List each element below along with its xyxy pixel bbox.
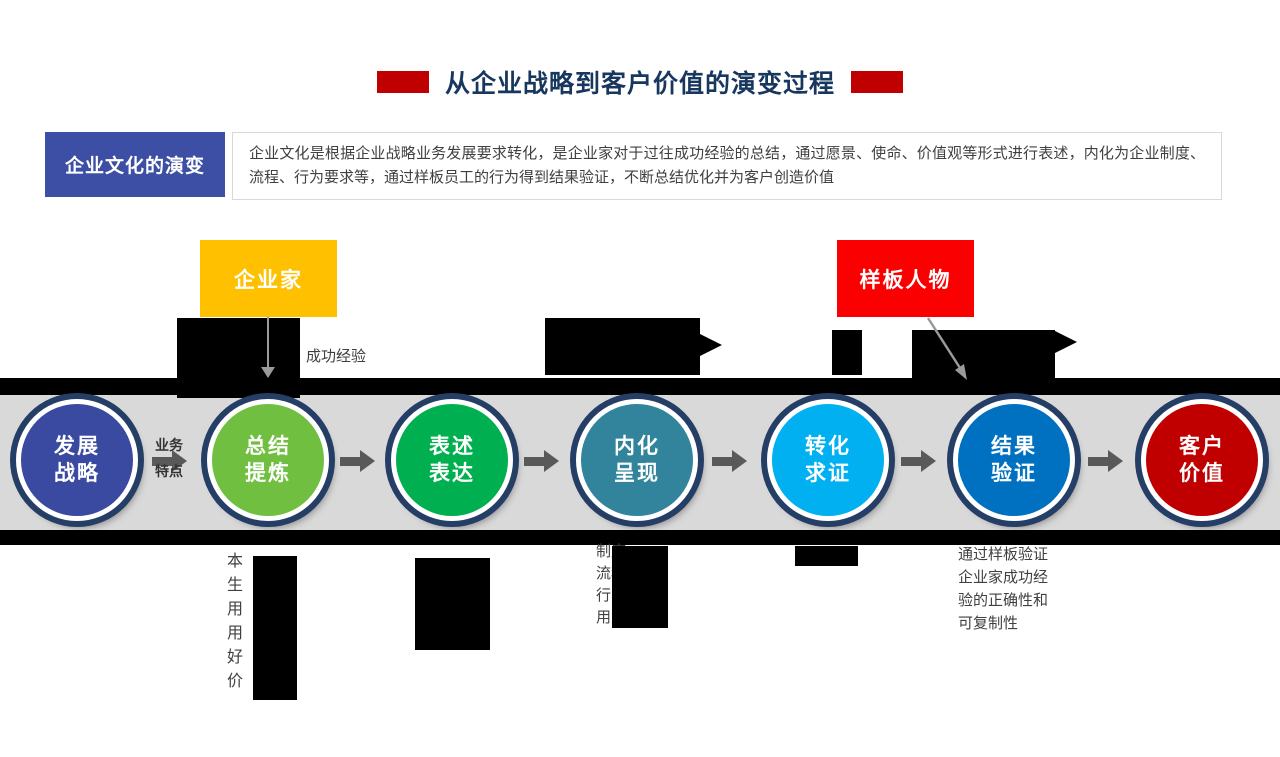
intro-paragraph: 企业文化是根据企业战略业务发展要求转化，是企业家对于过往成功经验的总结，通过愿景… [232, 132, 1222, 200]
step-circle-result-validate: 结果 验证 [953, 399, 1075, 521]
black-occlusion-box [253, 556, 297, 700]
arrow-head-icon [360, 450, 375, 472]
intro-label: 企业文化的演变 [45, 132, 225, 197]
note-line: 通过样板验证 [958, 546, 1049, 563]
step-label: 发展 [54, 435, 100, 458]
note-fragment: 好 [227, 649, 244, 666]
note-fragment: 本 [227, 553, 244, 570]
step-label: 表达 [429, 462, 475, 485]
arrow-head-icon [921, 450, 936, 472]
black-occlusion-box [545, 318, 700, 375]
note-fragment: 生 [227, 577, 244, 594]
black-occlusion-box [415, 558, 490, 650]
diagonal-arrow-icon [926, 317, 967, 380]
note-line: 企业家成功经 [958, 569, 1049, 586]
title-row: 从企业战略到客户价值的演变过程 [0, 64, 1280, 100]
success-experience-label: 成功经验 [306, 348, 367, 365]
title-accent-right [851, 71, 903, 93]
arrow-bar [152, 456, 172, 466]
page-title: 从企业战略到客户价值的演变过程 [444, 70, 835, 98]
step-label: 结果 [991, 435, 1037, 458]
arrow-bar [340, 456, 360, 466]
step-label: 提炼 [245, 462, 291, 485]
flow-arrow-icon [152, 450, 187, 472]
step-circle-express: 表述 表达 [391, 399, 513, 521]
arrow-head-icon [261, 367, 275, 378]
flow-arrow-icon [1088, 450, 1123, 472]
arrow-bar [901, 456, 921, 466]
step-label: 总结 [245, 435, 291, 458]
step-label: 价值 [1179, 462, 1225, 485]
gap-label-line: 特点 [155, 463, 183, 479]
step-circle-transform-verify: 转化 求证 [767, 399, 889, 521]
step-label: 求证 [805, 462, 851, 485]
black-occlusion-box [177, 318, 300, 398]
arrow-bar [712, 456, 732, 466]
arrow-head-icon [732, 450, 747, 472]
step-label: 内化 [614, 435, 660, 458]
step-circle-customer-value: 客户 价值 [1141, 399, 1263, 521]
step-circle-internalize-present: 内化 呈现 [576, 399, 698, 521]
title-accent-left [376, 71, 429, 93]
black-occlusion-box [795, 546, 858, 566]
note-under-step6: 通过样板验证 企业家成功经 验的正确性和 可复制性 [958, 543, 1048, 635]
step-circle-summarize-refine: 总结 提炼 [207, 399, 329, 521]
note-fragment: 用 [227, 601, 244, 618]
flow-arrow-icon [901, 450, 936, 472]
note-line: 可复制性 [958, 615, 1019, 632]
arrow-head-icon [544, 450, 559, 472]
step-label: 转化 [805, 435, 851, 458]
arrow-tip-icon [700, 334, 722, 356]
step-label: 客户 [1179, 435, 1225, 458]
note-fragment: 价 [227, 673, 244, 690]
note-line: 验的正确性和 [958, 592, 1049, 609]
arrow-tip-icon [1055, 331, 1077, 353]
step-label: 呈现 [614, 462, 660, 485]
callout-entrepreneur: 企业家 [200, 240, 337, 317]
gap-label-business-traits: 业务 特点 [146, 432, 192, 484]
step-circle-development-strategy: 发展 战略 [16, 399, 138, 521]
arrow-line [267, 317, 269, 367]
black-occlusion-box [912, 330, 1055, 378]
step-label: 验证 [991, 462, 1037, 485]
gap-label-line: 业务 [155, 437, 183, 453]
note-fragment: 用 [227, 625, 244, 642]
callout-model-person: 样板人物 [837, 240, 974, 317]
flow-arrow-icon [524, 450, 559, 472]
down-arrow-icon [261, 317, 275, 378]
black-occlusion-box [612, 546, 668, 628]
arrow-bar [1088, 456, 1108, 466]
black-occlusion-box [832, 330, 862, 375]
arrow-head-icon [172, 450, 187, 472]
flow-arrow-icon [340, 450, 375, 472]
arrow-head-icon [1108, 450, 1123, 472]
flow-arrow-icon [712, 450, 747, 472]
step-label: 表述 [429, 435, 475, 458]
step-label: 战略 [54, 462, 100, 485]
note-under-step2: 本 生 用 用 好 价 [227, 550, 243, 694]
arrow-bar [524, 456, 544, 466]
